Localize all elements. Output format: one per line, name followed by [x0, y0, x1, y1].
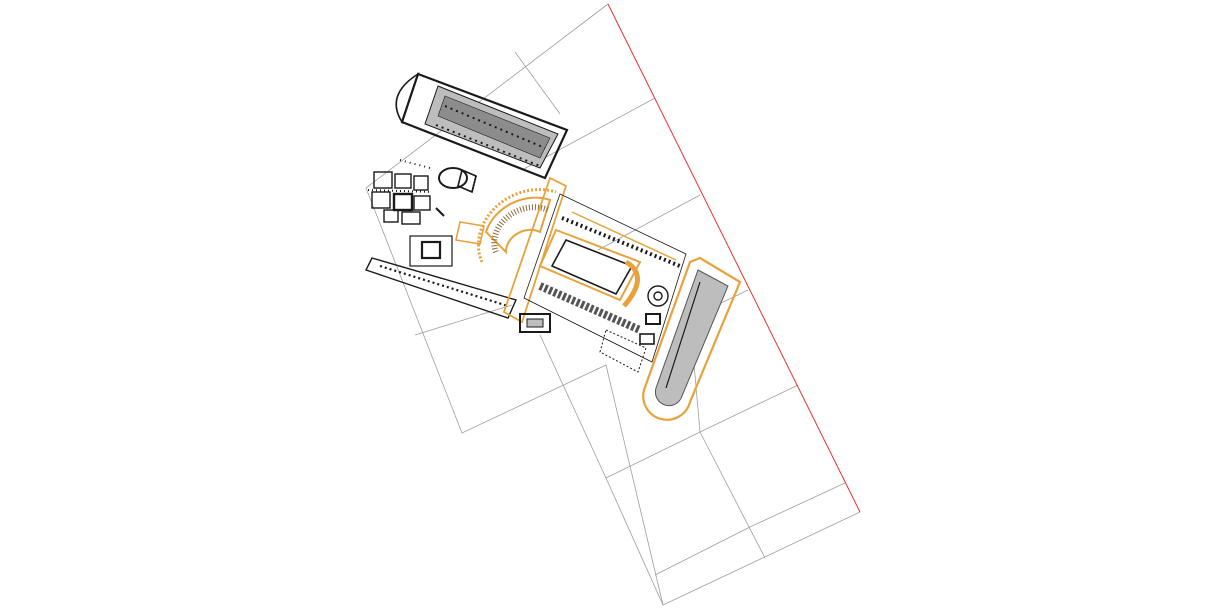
forum-complex — [523, 193, 687, 373]
forum-rotunda-core — [653, 291, 663, 301]
cluster-dots — [367, 189, 433, 193]
cluster-room — [413, 175, 429, 191]
grid-line — [749, 482, 846, 528]
circus-inner — [654, 269, 729, 407]
forum-room — [639, 333, 655, 345]
circus — [642, 256, 742, 421]
court-marker — [435, 207, 445, 217]
grid-line — [597, 194, 701, 251]
forum-portico — [571, 211, 677, 261]
grid-line — [605, 477, 664, 606]
temple-porch — [457, 168, 477, 194]
cluster-room — [373, 171, 393, 189]
forum-portico — [538, 282, 642, 334]
cluster-room — [392, 192, 414, 212]
left-building-cluster — [367, 159, 433, 225]
market-wing — [502, 176, 568, 324]
forum-exedra — [622, 259, 640, 308]
market-hemicycle-inner — [491, 204, 550, 254]
forum-outer — [523, 193, 687, 363]
court-temple — [409, 207, 453, 267]
circus-track — [642, 256, 742, 421]
reference-grid — [365, 3, 861, 606]
basilica-block — [395, 72, 569, 180]
basilica-column-row — [435, 124, 541, 167]
market-entrance — [455, 221, 485, 245]
cluster-room — [371, 191, 391, 209]
cluster-room — [401, 211, 421, 225]
lower-colonnade — [365, 257, 517, 319]
small-temple-cella — [526, 318, 544, 328]
grid-line — [699, 384, 799, 433]
small-temple-body — [519, 313, 551, 333]
boundary-line — [607, 3, 861, 513]
semicircle-market — [455, 176, 568, 324]
cluster-room — [383, 209, 399, 223]
basilica-column-row — [444, 105, 546, 149]
colonnade-outline — [365, 257, 517, 319]
market-hemicycle — [484, 196, 552, 255]
grid-line — [605, 431, 701, 479]
market-hemicycle-outer — [476, 188, 557, 263]
court-wall — [409, 235, 453, 267]
forum-court — [538, 228, 642, 302]
colonnade-columns — [379, 264, 509, 308]
grid-line — [699, 431, 766, 559]
forum-room — [645, 313, 661, 325]
cluster-room — [394, 173, 412, 189]
small-temple — [519, 313, 551, 333]
grid-line — [414, 304, 513, 336]
forum-portico — [561, 216, 681, 268]
temple-rotunda — [438, 167, 468, 189]
grid-outline — [365, 3, 861, 606]
round-temple — [438, 167, 477, 194]
basilica-nave — [437, 95, 551, 159]
grid-line — [654, 526, 751, 576]
grid-line — [539, 334, 607, 479]
forum-annex — [599, 329, 647, 373]
grid-line — [514, 51, 561, 115]
forum-rotunda — [647, 285, 669, 307]
basilica-apse — [395, 72, 420, 124]
forum-inner-court — [550, 238, 634, 296]
circus-spina — [665, 281, 701, 389]
cluster-dots — [399, 159, 431, 169]
cluster-room — [413, 195, 431, 211]
court-temple-cella — [420, 240, 442, 260]
